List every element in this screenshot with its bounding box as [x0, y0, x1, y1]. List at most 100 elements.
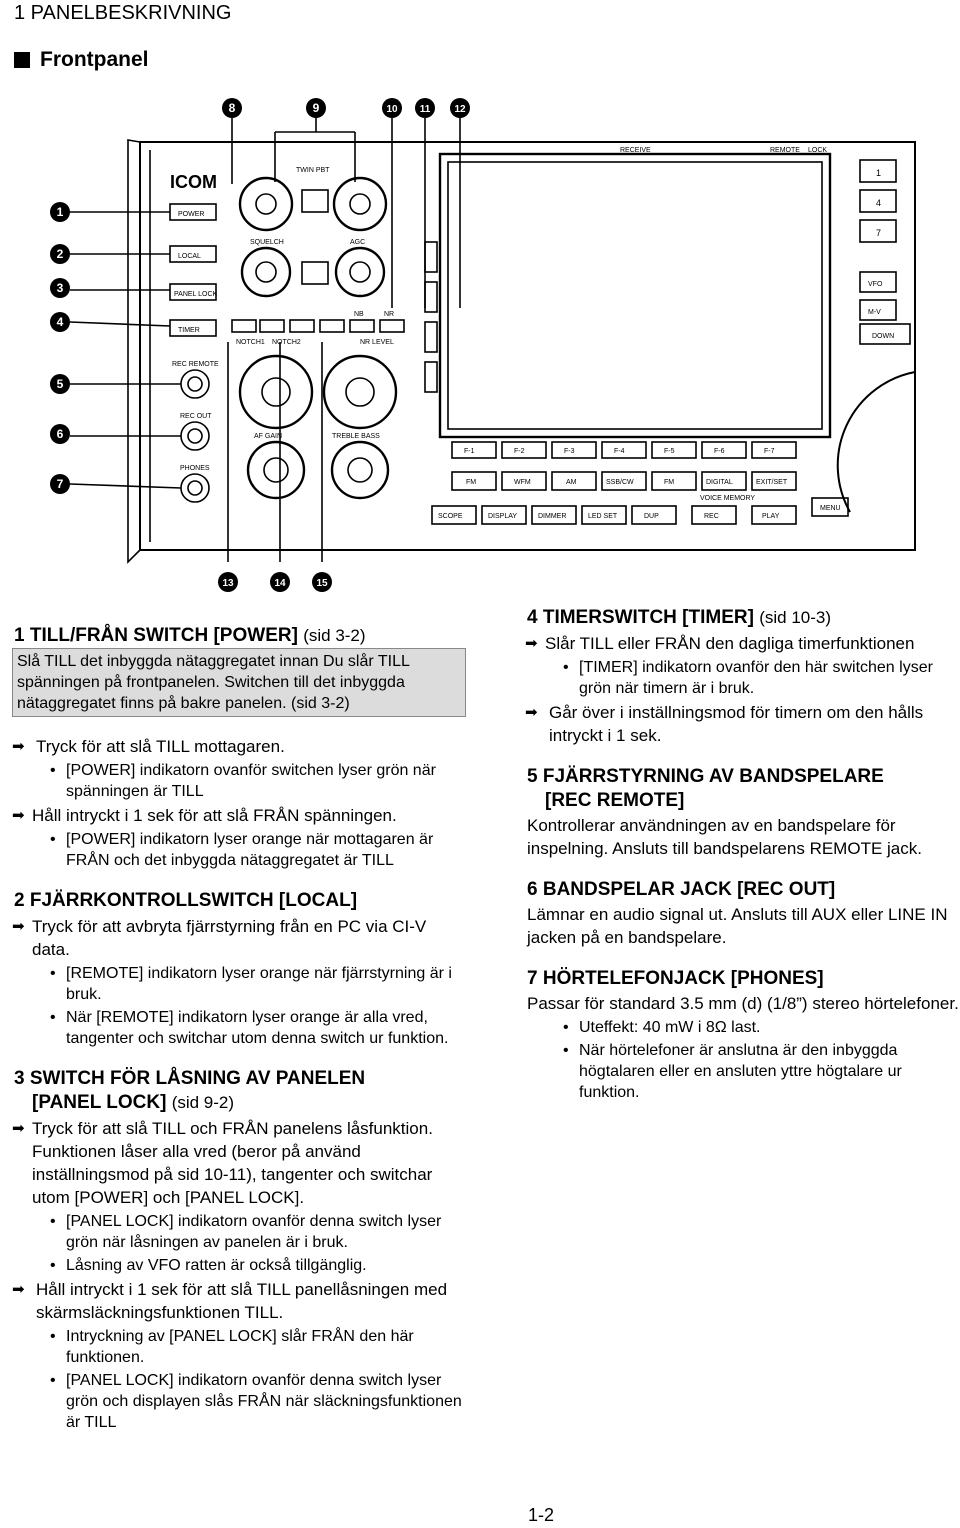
- callout-13: 13: [222, 578, 234, 589]
- label-voice-memory: VOICE MEMORY: [700, 495, 755, 502]
- label-nb: NB: [354, 311, 364, 318]
- label-phones: PHONES: [180, 465, 210, 472]
- section-1-ref: (sid 3-2): [303, 626, 366, 645]
- label-panel-lock: PANEL LOCK: [174, 291, 218, 298]
- section-5-title: 5 FJÄRRSTYRNING AV BANDSPELARE [REC REMO…: [527, 765, 959, 813]
- callout-1: 1: [57, 205, 64, 219]
- power-note-line-2: spänningen på frontpanelen. Switchen til…: [17, 674, 405, 691]
- square-bullet-icon: [14, 52, 30, 68]
- keypad-1: 1: [876, 168, 881, 178]
- label-rec: REC: [704, 513, 719, 520]
- section-1-title: 1 TILL/FRÅN SWITCH [POWER] (sid 3-2): [14, 624, 466, 648]
- lock-bullet-1: [PANEL LOCK] indikatorn ovanför denna sw…: [14, 1211, 466, 1253]
- label-power: POWER: [178, 211, 204, 218]
- front-panel-drawing: 1 2 3 4 5 6 7 8 9 10 11 12 13 14 15 ICOM…: [50, 98, 916, 592]
- label-dimmer: DIMMER: [538, 513, 566, 520]
- label-digital: DIGITAL: [706, 479, 733, 486]
- label-vfo: VFO: [868, 281, 883, 288]
- label-timer: TIMER: [178, 327, 200, 334]
- label-notch2: NOTCH2: [272, 339, 301, 346]
- section-5-title-line-2: [REC REMOTE]: [545, 790, 685, 811]
- section-4-title: 4 TIMERSWITCH [TIMER] (sid 10-3): [527, 606, 959, 630]
- section-3-title-line-2: [PANEL LOCK] (sid 9-2): [14, 1091, 466, 1115]
- local-bullet-2: När [REMOTE] indikatorn lyser orange är …: [14, 1007, 466, 1049]
- rec-remote-text: Kontrollerar användningen av en bandspel…: [527, 816, 922, 858]
- brand-logo-text: ICOM: [170, 172, 217, 192]
- phones-bullet-1: Uteffekt: 40 mW i 8Ω last.: [527, 1017, 959, 1038]
- phones-bullet-2: När hörtelefoner är anslutna är den inby…: [527, 1040, 959, 1103]
- lock-bullet-3: Intryckning av [PANEL LOCK] slår FRÅN de…: [14, 1326, 466, 1368]
- label-f1: F-1: [464, 448, 475, 455]
- power-note-box: Slå TILL det inbyggda nätaggregatet inna…: [12, 648, 466, 717]
- local-bullet-1: [REMOTE] indikatorn lyser orange när fjä…: [14, 963, 466, 1005]
- right-column: 4 TIMERSWITCH [TIMER] (sid 10-3) Slår TI…: [525, 606, 959, 1103]
- section-2-title: 2 FJÄRRKONTROLLSWITCH [LOCAL]: [14, 890, 358, 911]
- label-f2: F-2: [514, 448, 525, 455]
- lock-bullet-2: Låsning av VFO ratten är också tillgängl…: [14, 1255, 466, 1276]
- callout-9: 9: [313, 101, 320, 115]
- label-af-gain: AF GAIN: [254, 433, 282, 440]
- section-6-title: 6 BANDSPELAR JACK [REC OUT]: [527, 879, 836, 900]
- label-scope: SCOPE: [438, 513, 463, 520]
- label-twin-pbt: TWIN PBT: [296, 167, 330, 174]
- section-3-title: 3 SWITCH FÖR LÅSNING AV PANELEN [PANEL L…: [14, 1067, 466, 1115]
- label-f5: F-5: [664, 448, 675, 455]
- label-local: LOCAL: [178, 253, 201, 260]
- callout-8: 8: [229, 101, 236, 115]
- section-3-ref: (sid 9-2): [171, 1093, 235, 1112]
- label-exit-set: EXIT/SET: [756, 479, 788, 486]
- section-7-title: 7 HÖRTELEFONJACK [PHONES]: [527, 968, 824, 989]
- keypad-7: 7: [876, 228, 881, 238]
- local-step-1: Tryck för att avbryta fjärrstyrning från…: [12, 915, 466, 961]
- section-3-title-line-1: 3 SWITCH FÖR LÅSNING AV PANELEN: [14, 1068, 366, 1089]
- callout-12: 12: [454, 104, 466, 115]
- callout-2: 2: [57, 247, 64, 261]
- section-4-title-text: 4 TIMERSWITCH [TIMER]: [527, 607, 754, 628]
- label-mw: M-V: [868, 309, 881, 316]
- label-play: PLAY: [762, 513, 780, 520]
- power-bullet-1: [POWER] indikatorn ovanför switchen lyse…: [14, 760, 466, 802]
- label-treble-bass: TREBLE BASS: [332, 433, 380, 440]
- label-ssb-cw: SSB/CW: [606, 479, 634, 486]
- lock-bullet-4: [PANEL LOCK] indikatorn ovanför denna sw…: [14, 1370, 466, 1433]
- power-note-line-3: nätaggregatet finns på bakre panelen. (s…: [17, 695, 350, 712]
- section-title-text: Frontpanel: [40, 48, 149, 71]
- callout-6: 6: [57, 427, 64, 441]
- label-dup: DUP: [644, 513, 659, 520]
- label-remote: REMOTE: [770, 147, 800, 154]
- lock-step-2: Håll intryckt i 1 sek för att slå TILL p…: [12, 1278, 466, 1324]
- callout-4: 4: [57, 315, 64, 329]
- label-notch1: NOTCH1: [236, 339, 265, 346]
- label-f7: F-7: [764, 448, 775, 455]
- label-led-set: LED SET: [588, 513, 618, 520]
- power-bullet-2: [POWER] indikatorn lyser orange när mott…: [14, 829, 466, 871]
- label-fm: FM: [466, 479, 476, 486]
- phones-text: Passar för standard 3.5 mm (d) (1/8”) st…: [527, 994, 959, 1013]
- callout-3: 3: [57, 281, 64, 295]
- label-nr: NR: [384, 311, 394, 318]
- label-squelch: SQUELCH: [250, 239, 284, 246]
- callout-7: 7: [57, 477, 64, 491]
- keypad-4: 4: [876, 198, 881, 208]
- chapter-title: 1 PANELBESKRIVNING: [14, 2, 232, 24]
- label-lock: LOCK: [808, 147, 827, 154]
- timer-step-1: Slår TILL eller FRÅN den dagliga timerfu…: [525, 632, 959, 655]
- power-step-2: Håll intryckt i 1 sek för att slå FRÅN s…: [12, 804, 466, 827]
- timer-bullet-1: [TIMER] indikatorn ovanför den här switc…: [527, 657, 959, 699]
- label-f6: F-6: [714, 448, 725, 455]
- callout-10: 10: [386, 104, 398, 115]
- label-nr-level: NR LEVEL: [360, 339, 394, 346]
- label-rec-out: REC OUT: [180, 413, 212, 420]
- label-fsk: FM: [664, 479, 674, 486]
- label-am: AM: [566, 479, 577, 486]
- callout-14: 14: [274, 578, 286, 589]
- section-5-title-line-1: 5 FJÄRRSTYRNING AV BANDSPELARE: [527, 766, 884, 787]
- left-column: 1 TILL/FRÅN SWITCH [POWER] (sid 3-2) Slå…: [12, 624, 466, 1433]
- page-number: 1-2: [528, 1505, 555, 1525]
- section-1-title-text: 1 TILL/FRÅN SWITCH [POWER]: [14, 625, 298, 646]
- label-menu: MENU: [820, 505, 841, 512]
- label-f4: F-4: [614, 448, 625, 455]
- section-title: Frontpanel: [14, 48, 149, 72]
- power-step-1: Tryck för att slå TILL mottagaren.: [12, 735, 466, 758]
- label-f3: F-3: [564, 448, 575, 455]
